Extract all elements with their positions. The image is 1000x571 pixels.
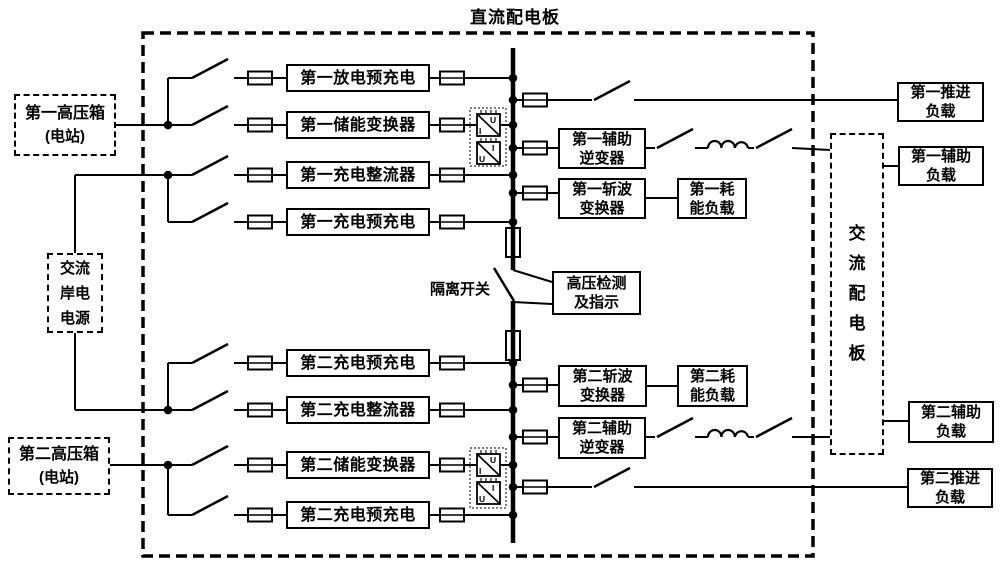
svg-text:I: I <box>492 483 494 493</box>
svg-text:U: U <box>479 154 485 164</box>
feeder-box-charge-precharge-1: 第一充电预充电 <box>286 208 430 236</box>
svg-text:U: U <box>490 115 496 125</box>
aux-inverter-1-line2: 逆变器 <box>579 149 625 167</box>
dcdc-converter-icon: I U U I <box>469 107 507 167</box>
brake-load-1-line2: 能负载 <box>689 199 735 217</box>
dcdc-converter-icon: I U U I <box>469 447 507 509</box>
hv-box-2-name: 第二高压箱 <box>18 446 99 463</box>
aux-inverter-2-box: 第二辅助 逆变器 <box>558 417 646 459</box>
aux-load-2-box: 第二辅助 负载 <box>908 401 994 443</box>
feeder-box-charge-precharge-2b: 第二充电预充电 <box>286 501 430 529</box>
aux-load-2-line2: 负载 <box>935 423 966 440</box>
aux-load-1-box: 第一辅助 负载 <box>898 146 984 186</box>
switch-icon <box>190 342 230 365</box>
prop-load-1-box: 第一推进 负载 <box>897 82 984 122</box>
chopper-1-line2: 变换器 <box>579 199 625 217</box>
chopper-2-line2: 变换器 <box>579 387 625 404</box>
feeder-box-storage-converter-2: 第二储能变换器 <box>286 451 430 479</box>
prop-load-2-box: 第二推进 负载 <box>907 468 993 508</box>
hv-box-1: 第一高压箱 (电站) <box>14 94 116 156</box>
brake-load-1-box: 第一耗 能负载 <box>677 178 747 219</box>
switch-icon <box>754 416 794 439</box>
inductor-icon <box>706 428 750 439</box>
brake-load-2-line1: 第二耗 <box>689 368 735 385</box>
bus-fuse-icon <box>505 227 521 258</box>
switch-icon <box>190 154 230 177</box>
isolator-label: 隔离开关 <box>429 281 490 298</box>
switch-icon <box>592 79 632 102</box>
switch-icon <box>190 201 230 224</box>
chopper-1-box: 第一斩波 变换器 <box>558 178 646 219</box>
hv-detect-box: 高压检测 及指示 <box>552 271 641 315</box>
switch-icon <box>190 104 230 127</box>
svg-text:U: U <box>479 494 485 504</box>
aux-load-1-line2: 负载 <box>925 167 956 184</box>
aux-inverter-1-box: 第一辅助 逆变器 <box>558 128 646 169</box>
brake-load-2-box: 第二耗 能负载 <box>677 365 748 407</box>
hv-detect-line1: 高压检测 <box>566 275 627 292</box>
brake-load-1-line1: 第一耗 <box>689 180 735 198</box>
feeder-box-discharge-precharge-1: 第一放电预充电 <box>286 64 430 92</box>
feeder-box-charge-rectifier-1: 第一充电整流器 <box>286 161 430 189</box>
shore-power-label: 交流岸电电源 <box>59 259 90 327</box>
hv-box-1-sub: (电站) <box>45 128 85 145</box>
switch-icon <box>190 57 230 80</box>
prop-load-2-line2: 负载 <box>934 489 965 506</box>
dc-board-title: 直流配电板 <box>470 8 560 27</box>
inductor-icon <box>706 139 750 150</box>
svg-text:I: I <box>479 126 481 136</box>
chopper-2-line1: 第二斩波 <box>572 368 633 385</box>
aux-inverter-1-line1: 第一辅助 <box>571 130 632 148</box>
chopper-1-line1: 第一斩波 <box>571 180 632 198</box>
switch-icon <box>190 389 230 412</box>
svg-text:U: U <box>490 455 496 465</box>
switch-icon <box>592 466 632 489</box>
wire-lines <box>74 77 908 516</box>
isolator-switch-icon <box>492 267 516 302</box>
ac-panel-label: 交流配电板 <box>848 224 866 363</box>
aux-inverter-2-line2: 逆变器 <box>579 439 625 456</box>
switch-icon <box>190 444 230 467</box>
hv-detect-line2: 及指示 <box>573 294 619 311</box>
ac-panel-box: 交流配电板 <box>830 133 884 455</box>
switch-icon <box>655 127 695 150</box>
prop-load-1-line2: 负载 <box>925 103 956 120</box>
switch-icon <box>190 494 230 517</box>
chopper-2-box: 第二斩波 变换器 <box>558 365 647 407</box>
brake-load-2-line2: 能负载 <box>689 387 735 404</box>
hv-box-1-name: 第一高压箱 <box>24 105 105 122</box>
shore-power-box: 交流岸电电源 <box>47 253 103 333</box>
aux-load-1-line1: 第一辅助 <box>910 148 971 165</box>
switch-icon <box>754 127 794 150</box>
feeder-box-storage-converter-1: 第一储能变换器 <box>286 111 430 139</box>
feeder-box-charge-precharge-2a: 第二充电预充电 <box>286 349 430 377</box>
svg-text:I: I <box>479 466 481 476</box>
svg-text:I: I <box>492 143 494 153</box>
switch-icon <box>655 416 695 439</box>
prop-load-2-line1: 第二推进 <box>919 470 980 487</box>
feeder-box-charge-rectifier-2: 第二充电整流器 <box>286 396 430 424</box>
aux-inverter-2-line1: 第二辅助 <box>571 420 632 437</box>
hv-box-2-sub: (电站) <box>39 469 79 486</box>
prop-load-1-line1: 第一推进 <box>910 84 971 101</box>
aux-load-2-line1: 第二辅助 <box>920 404 981 421</box>
hv-box-2: 第二高压箱 (电站) <box>8 437 110 495</box>
